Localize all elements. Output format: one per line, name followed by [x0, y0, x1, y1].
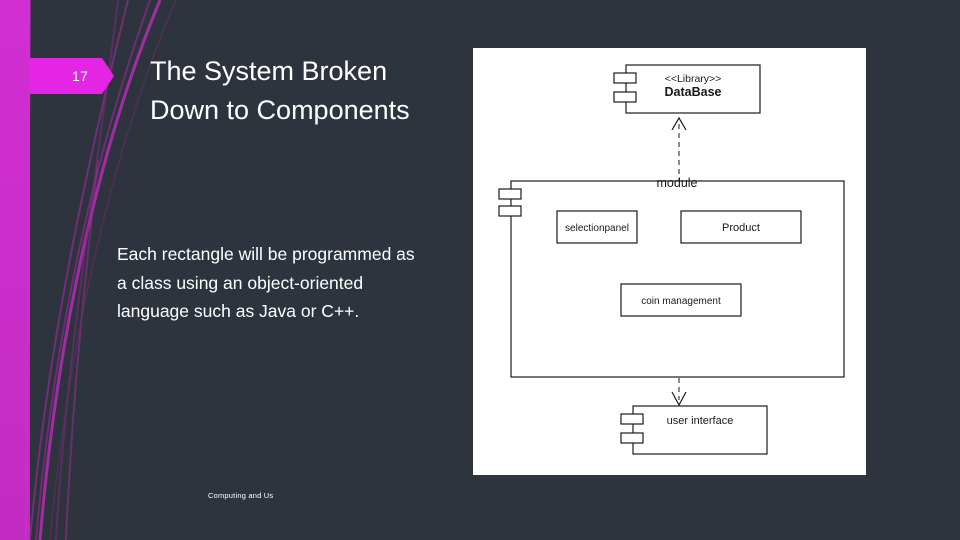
page-title: The System Broken Down to Components — [150, 56, 410, 125]
svg-text:DataBase: DataBase — [665, 85, 722, 99]
diagram-node-module: module — [498, 176, 845, 378]
svg-text:Product: Product — [722, 222, 760, 234]
diagram-node-selectionpanel: selectionpanel — [556, 210, 638, 244]
svg-text:<<Library>>: <<Library>> — [665, 73, 722, 85]
body-paragraph: Each rectangle will be programmed as a c… — [117, 244, 415, 321]
component-diagram-image: <<Library>> DataBase module selectionpan… — [473, 48, 866, 475]
svg-text:user interface: user interface — [667, 415, 734, 427]
diagram-node-userinterface: user interface — [620, 405, 768, 455]
diagram-node-product: Product — [680, 210, 802, 244]
slide-number-badge: 17 — [30, 58, 114, 94]
footer-text: Computing and Us — [208, 491, 274, 500]
slide-number: 17 — [72, 68, 89, 84]
left-accent-bar — [0, 0, 30, 540]
svg-text:coin management: coin management — [641, 296, 721, 307]
diagram-connector-module-userinterface — [671, 378, 687, 407]
svg-text:module: module — [657, 176, 698, 190]
diagram-connector-module-database — [671, 116, 687, 183]
svg-text:selectionpanel: selectionpanel — [565, 223, 629, 234]
diagram-node-coinmanagement: coin management — [620, 283, 742, 317]
diagram-node-database: <<Library>> DataBase — [613, 64, 761, 114]
